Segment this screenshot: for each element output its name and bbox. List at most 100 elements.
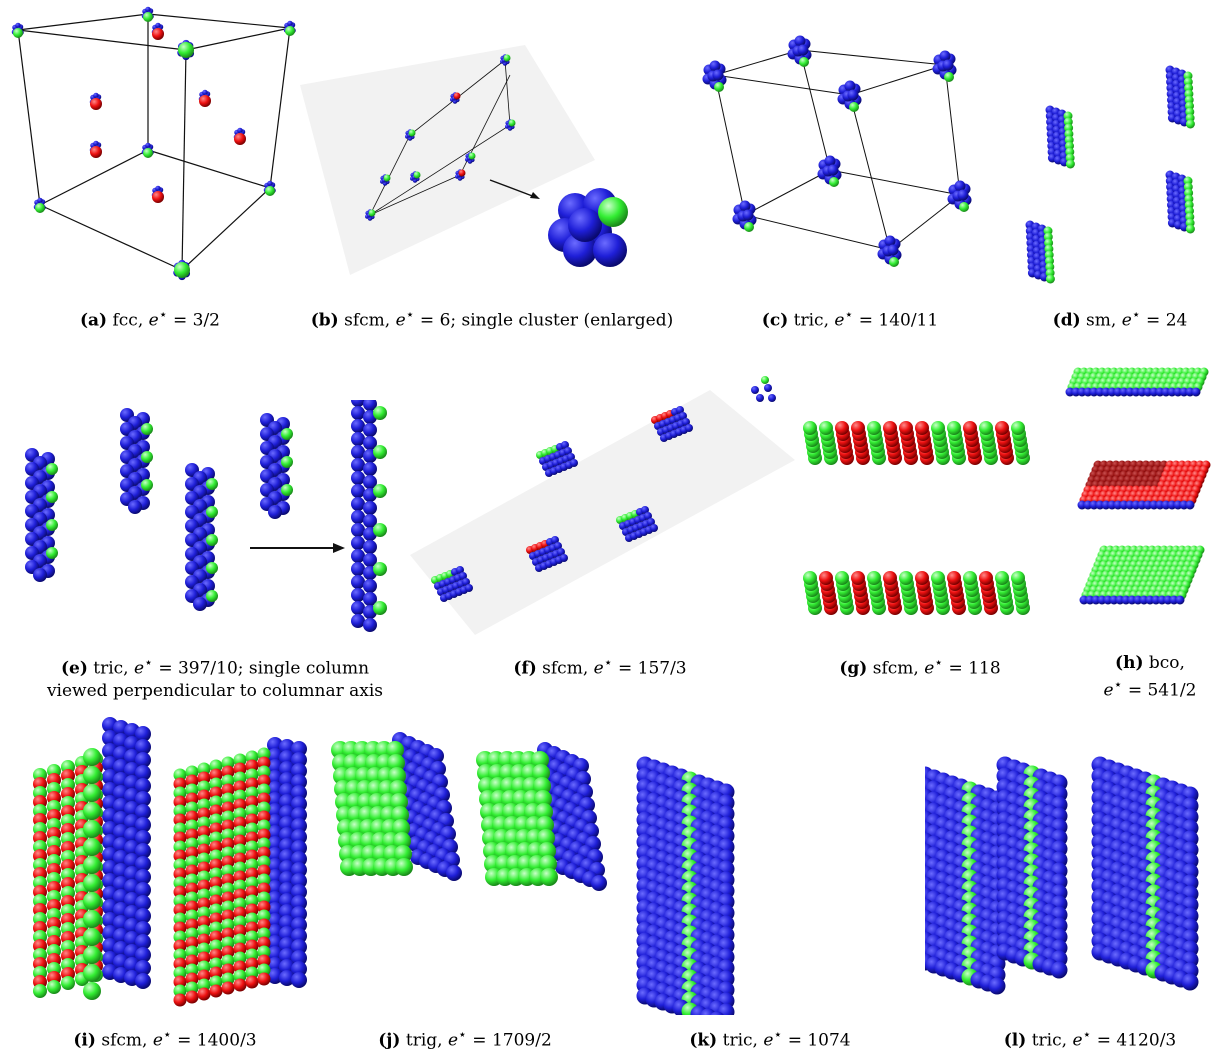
blue-sphere [363,475,377,489]
blue-sphere [462,578,470,586]
blue-sphere [351,614,365,628]
blue-sphere [279,948,295,964]
green-sphere [257,819,271,833]
green-sphere [209,921,223,935]
red-sphere [197,789,211,803]
red-sphere [90,98,102,110]
caption-b: (b) sfcm, e⋆ = 6; single cluster (enlarg… [262,304,722,332]
blue-sphere [363,423,377,437]
blue-sphere [351,406,365,420]
panel-i-image [20,715,330,1015]
blue-sphere [351,497,365,511]
red-sphere [209,858,223,872]
red-sphere [257,936,271,950]
green-sphere [185,765,199,779]
red-sphere [233,762,247,776]
green-sphere [221,792,235,806]
red-sphere [233,780,247,794]
caption-f-value: = 157/3 [612,658,687,679]
blue-sphere [363,462,377,476]
green-sphere [245,948,259,962]
green-sphere [714,82,724,92]
green-sphere [185,783,199,797]
green-sphere [209,939,223,953]
green-sphere [803,421,817,435]
blue-sphere [363,501,377,515]
red-sphere [221,963,235,977]
caption-c-sup: ⋆ [844,307,854,323]
green-sphere [35,203,45,213]
green-sphere [233,771,247,785]
blue-sphere [287,20,293,27]
blue-sphere [135,817,151,833]
green-sphere [141,451,153,463]
green-sphere [233,969,247,983]
blue-sphere [954,180,966,192]
red-sphere [245,975,259,989]
green-sphere [206,478,218,490]
red-sphere [173,939,187,953]
green-sphere [209,885,223,899]
green-sphere [61,976,75,990]
red-sphere [209,840,223,854]
red-sphere [152,191,164,203]
red-sphere [221,819,235,833]
blue-sphere [709,60,721,72]
green-sphere [83,982,101,1000]
green-sphere [257,747,271,761]
blue-sphere [202,89,208,96]
green-sphere [83,748,101,766]
red-sphere [90,146,102,158]
blue-sphere [279,915,295,931]
blue-sphere [847,89,859,101]
caption-c: (c) tric, e⋆ = 140/11 [720,304,980,332]
caption-a-symbol: e [148,310,159,331]
green-sphere [503,54,511,62]
caption-i-value: = 1400/3 [171,1030,257,1051]
arrow-head [333,543,345,553]
blue-sphere [135,765,151,781]
blue-sphere [456,566,464,574]
panel-a-image [0,0,310,290]
blue-sphere [351,458,365,472]
red-sphere [197,879,211,893]
green-sphere [185,819,199,833]
blue-sphere [135,726,151,742]
blue-sphere [593,233,627,267]
green-sphere [931,421,945,435]
caption-e-sup: ⋆ [144,655,153,671]
green-sphere [233,753,247,767]
panel-b-image [295,40,675,290]
caption-i-prefix: sfcm, [95,1030,153,1051]
blue-sphere [135,869,151,885]
red-sphere [185,774,199,788]
caption-g: (g) sfcm, e⋆ = 118 [800,652,1040,680]
blue-sphere [827,164,839,176]
green-sphere [390,793,408,811]
caption-e-prefix: tric, [87,658,134,679]
green-sphere [1011,571,1025,585]
green-sphere [963,571,977,585]
green-sphere [835,571,849,585]
red-sphere [257,792,271,806]
caption-j-sup: ⋆ [458,1027,467,1043]
blue-sphere [351,562,365,576]
green-sphere [209,903,223,917]
red-sphere [209,930,223,944]
green-sphere [245,840,259,854]
blue-sphere [135,921,151,937]
green-sphere [83,964,101,982]
green-sphere [233,879,247,893]
green-sphere [83,784,101,802]
unit-cell-edge [714,74,746,216]
caption-l-sup: ⋆ [1082,1027,1092,1043]
blue-sphere [93,140,99,147]
green-sphere [13,28,23,38]
green-sphere [265,186,275,196]
red-sphere [233,888,247,902]
caption-d-value: = 24 [1140,310,1188,331]
blue-sphere [560,554,568,562]
blue-sphere [267,180,273,187]
green-sphere [83,820,101,838]
red-sphere [257,954,271,968]
